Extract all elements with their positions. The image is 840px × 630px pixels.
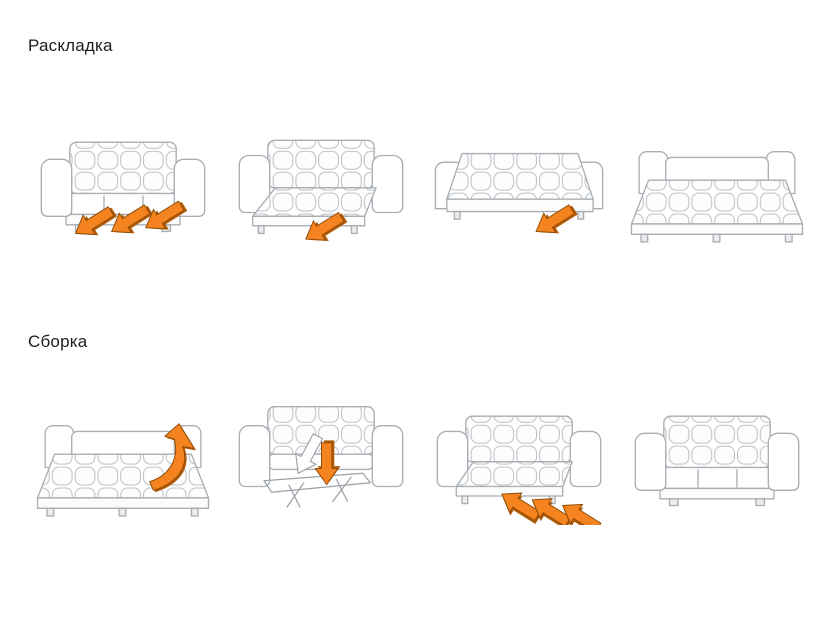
- bed-flat-icon: [630, 151, 804, 243]
- fold-step-4: [622, 382, 812, 534]
- fold-steps-row: [28, 382, 812, 534]
- sofa-seat-pulled-out-icon: [238, 139, 404, 251]
- unfold-step-1: [28, 108, 218, 260]
- section-title-fold: Сборка: [28, 332, 88, 351]
- sofa-closed-pull-out-arrows-icon: [40, 141, 206, 251]
- unfold-step-2: [226, 108, 416, 260]
- unfold-steps-row: [28, 108, 812, 260]
- unfold-step-3: [424, 108, 614, 260]
- sofa-seat-out-icon: [436, 415, 602, 505]
- bed-lift-mattress-curved-arrow-icon: [36, 423, 210, 517]
- fold-step-3: [424, 382, 614, 534]
- sofa-backrest-folded-down-icon: [434, 152, 604, 251]
- sofa-closed-icon: [634, 415, 800, 507]
- sofa-back-folded-icon: [434, 152, 604, 220]
- section-title-unfold: Раскладка: [28, 36, 113, 55]
- sofa-bed-fully-unfolded-icon: [630, 151, 804, 243]
- fold-step-1: [28, 382, 218, 534]
- sofa-closed-icon: [634, 415, 800, 507]
- metal-frame-icon: [263, 472, 372, 508]
- sofa-seat-out-icon: [238, 139, 404, 235]
- sofa-with-frame-icon: [238, 406, 404, 508]
- unfold-step-4: [622, 108, 812, 260]
- fold-step-2: [226, 382, 416, 534]
- sofa-frame-fold-down-arrow-icon: [238, 406, 404, 508]
- sofa-push-seat-in-arrows-icon: [436, 415, 614, 525]
